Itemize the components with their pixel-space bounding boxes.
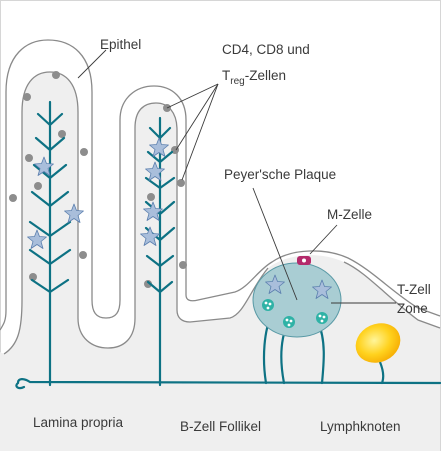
label-treg-prefix: T [222,68,230,83]
label-lamina-propria: Lamina propria [33,415,124,430]
epithelial-cell-dot [9,194,17,202]
epithelial-cell-dot [23,93,31,101]
epithelial-cell-dot [79,251,87,259]
label-epithel: Epithel [100,37,141,52]
label-m-cell: M-Zelle [327,207,372,222]
epithelial-cell-dot [52,71,60,79]
label-lymph-node: Lymphknoten [320,419,401,434]
label-treg-suffix: -Zellen [245,68,286,83]
epithelial-cell-dot [177,179,185,187]
epithelial-cell-dot [147,193,155,201]
label-peyers-patch: Peyer'sche Plaque [224,167,336,182]
epithelial-cell-dot [179,261,187,269]
label-t-cell-zone-line2: Zone [397,301,428,316]
label-cd-cells-line1: CD4, CD8 und [222,42,310,57]
epithelial-cell-dot [25,154,33,162]
b-cell-follicle [316,312,328,324]
epithelial-cell-dot [80,148,88,156]
epithelial-cell-dot [58,130,66,138]
b-cell-follicle [262,299,274,311]
label-b-cell-follicle: B-Zell Follikel [180,419,261,434]
b-cell-follicle [283,316,295,328]
label-treg-subscript: reg [230,76,244,87]
label-t-cell-zone-line1: T-Zell [397,282,431,297]
epithelial-cell-dot [34,182,42,190]
m-cell-nucleus [302,259,306,263]
